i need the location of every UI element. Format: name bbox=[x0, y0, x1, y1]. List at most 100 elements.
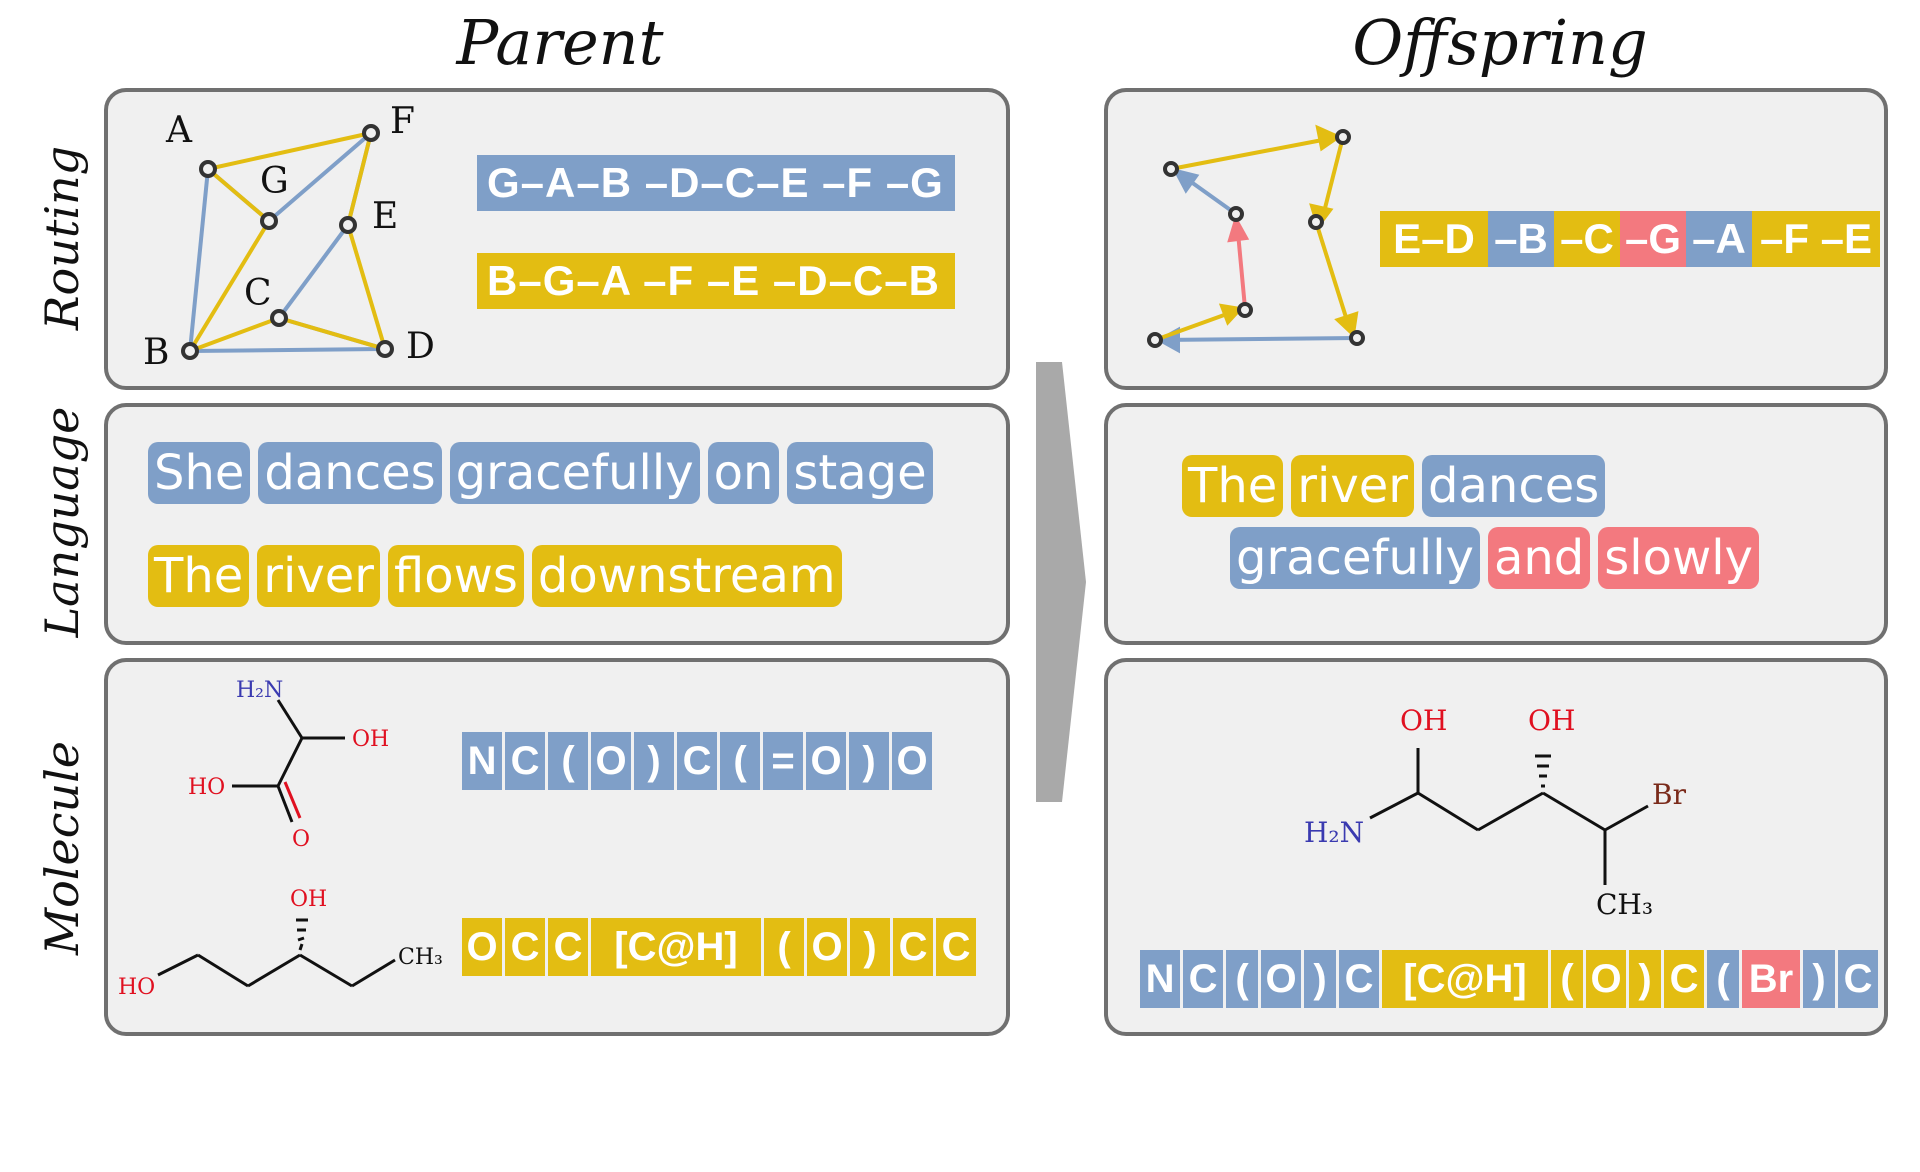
offspring-node-7 bbox=[1228, 206, 1244, 222]
node-d bbox=[376, 340, 394, 358]
offspring-title: Offspring bbox=[1352, 6, 1648, 79]
parent-smiles-yellow: O C C [C@H] ( O ) C C bbox=[462, 918, 976, 976]
word: river bbox=[1291, 455, 1415, 517]
word: The bbox=[1182, 455, 1284, 517]
offspring-route-seg-4: –G bbox=[1620, 211, 1686, 267]
atom-ch3: CH₃ bbox=[398, 945, 443, 970]
word: and bbox=[1487, 527, 1591, 589]
offspring-node-6 bbox=[1237, 302, 1253, 318]
node-b bbox=[181, 342, 199, 360]
atom-oh-2: OH bbox=[290, 887, 327, 912]
token: ) bbox=[1803, 950, 1835, 1008]
word: on bbox=[707, 442, 780, 504]
word: downstream bbox=[531, 545, 842, 607]
word: She bbox=[148, 442, 251, 504]
word: slowly bbox=[1598, 527, 1759, 589]
label-g: G bbox=[260, 161, 289, 202]
word: stage bbox=[787, 442, 933, 504]
offspring-route-seg-6: –F –E bbox=[1752, 211, 1880, 267]
token: O bbox=[892, 732, 932, 790]
offspring-sentence-line2: gracefully and slowly bbox=[1230, 527, 1759, 589]
offspring-node-1 bbox=[1163, 161, 1179, 177]
atom-h2n: H₂N bbox=[236, 678, 283, 703]
parent-sentence-yellow: The river flows downstream bbox=[148, 545, 842, 607]
token: ) bbox=[849, 732, 889, 790]
token: ( bbox=[1551, 950, 1583, 1008]
token: C bbox=[677, 732, 717, 790]
label-d: D bbox=[406, 326, 435, 367]
token: C bbox=[505, 918, 545, 976]
label-b: B bbox=[143, 332, 169, 373]
word: dances bbox=[258, 442, 442, 504]
offspring-route-seg-1: E–D bbox=[1380, 211, 1488, 267]
token: ) bbox=[850, 918, 890, 976]
node-e bbox=[339, 216, 357, 234]
token: C bbox=[1339, 950, 1379, 1008]
token: ( bbox=[548, 732, 588, 790]
offspring-node-2 bbox=[1335, 129, 1351, 145]
token: [C@H] bbox=[1382, 950, 1548, 1008]
word: flows bbox=[388, 545, 524, 607]
token: [C@H] bbox=[591, 918, 761, 976]
atom-ho: HO bbox=[188, 775, 225, 800]
node-f bbox=[362, 124, 380, 142]
node-a bbox=[199, 160, 217, 178]
token: C bbox=[548, 918, 588, 976]
offspring-route-seg-3: –C bbox=[1554, 211, 1620, 267]
label-f: F bbox=[390, 101, 415, 142]
token: O bbox=[1261, 950, 1301, 1008]
offspring-language-panel bbox=[1104, 403, 1888, 645]
token: N bbox=[1140, 950, 1180, 1008]
token: ) bbox=[1629, 950, 1661, 1008]
token: O bbox=[1586, 950, 1626, 1008]
label-e: E bbox=[372, 196, 398, 237]
crossover-arrow bbox=[1036, 362, 1086, 802]
parent-routing-panel bbox=[104, 88, 1010, 390]
token: C bbox=[505, 732, 545, 790]
atom-br: Br bbox=[1652, 778, 1687, 811]
token: C bbox=[936, 918, 976, 976]
atom-oh: OH bbox=[352, 727, 389, 752]
atom-o: O bbox=[292, 827, 310, 852]
word: gracefully bbox=[449, 442, 700, 504]
atom-ho-2: HO bbox=[118, 975, 155, 1000]
token: ) bbox=[634, 732, 674, 790]
parent-route-yellow: B–G–A –F –E –D–C–B bbox=[477, 253, 955, 309]
token: ( bbox=[1226, 950, 1258, 1008]
word: river bbox=[257, 545, 381, 607]
offspring-route-seg-2: –B bbox=[1488, 211, 1554, 267]
offspring-route: E–D –B –C –G –A –F –E bbox=[1380, 211, 1880, 267]
label-a: A bbox=[165, 110, 193, 151]
word: dances bbox=[1422, 455, 1606, 517]
node-g bbox=[260, 212, 278, 230]
offspring-sentence-line1: The river dances bbox=[1182, 455, 1606, 517]
word: The bbox=[148, 545, 250, 607]
parent-title: Parent bbox=[456, 6, 664, 79]
token: Br bbox=[1742, 950, 1800, 1008]
atom-oh-right: OH bbox=[1528, 704, 1575, 737]
token: O bbox=[806, 732, 846, 790]
token: ( bbox=[720, 732, 760, 790]
token: O bbox=[591, 732, 631, 790]
parent-route-blue: G–A–B –D–C–E –F –G bbox=[477, 155, 955, 211]
atom-ch3-offspring: CH₃ bbox=[1596, 888, 1653, 921]
offspring-smiles: N C ( O ) C [C@H] ( O ) C ( Br ) C bbox=[1140, 950, 1878, 1008]
token: ( bbox=[764, 918, 804, 976]
word: gracefully bbox=[1230, 527, 1480, 589]
offspring-node-5 bbox=[1147, 332, 1163, 348]
token: O bbox=[462, 918, 502, 976]
token: = bbox=[763, 732, 803, 790]
offspring-node-4 bbox=[1349, 330, 1365, 346]
atom-oh-left: OH bbox=[1400, 704, 1447, 737]
parent-smiles-blue: N C ( O ) C ( = O ) O bbox=[462, 732, 932, 790]
offspring-node-3 bbox=[1308, 214, 1324, 230]
token: C bbox=[1183, 950, 1223, 1008]
token: ( bbox=[1707, 950, 1739, 1008]
offspring-route-seg-5: –A bbox=[1686, 211, 1752, 267]
node-c bbox=[270, 309, 288, 327]
parent-sentence-blue: She dances gracefully on stage bbox=[148, 442, 933, 504]
